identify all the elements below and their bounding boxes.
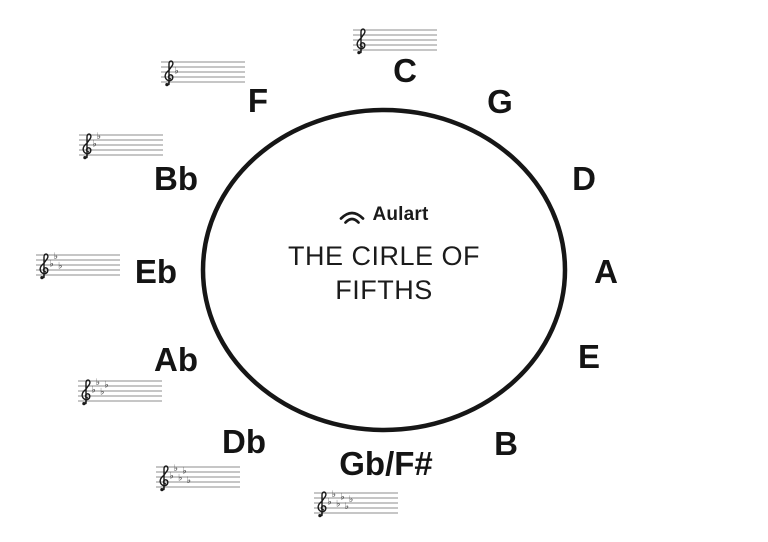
diagram-title: THE CIRLE OF FIFTHS <box>288 239 480 307</box>
treble-clef-icon <box>81 379 91 405</box>
note-label-Gb-F#: Gb/F# <box>339 445 433 482</box>
key-signature-staff-C <box>353 26 437 56</box>
note-label-D: D <box>572 160 596 197</box>
note-label-G: G <box>487 83 513 120</box>
note-label-Ab: Ab <box>154 341 198 378</box>
center-content: Aulart THE CIRLE OF FIFTHS <box>174 204 594 307</box>
svg-text:♭: ♭ <box>58 262 62 272</box>
treble-clef-icon <box>82 133 92 159</box>
svg-text:♭: ♭ <box>345 502 349 512</box>
svg-text:♭: ♭ <box>175 67 179 77</box>
note-label-E: E <box>577 338 601 375</box>
svg-text:♭: ♭ <box>336 500 340 510</box>
treble-clef-icon <box>39 253 49 279</box>
svg-text:♭: ♭ <box>104 381 108 391</box>
svg-text:♭: ♭ <box>54 252 58 262</box>
svg-text:♭: ♭ <box>340 493 344 503</box>
treble-clef-icon <box>164 60 174 86</box>
note-label-A: A <box>594 253 618 290</box>
aulart-arcs-icon <box>340 211 365 224</box>
svg-text:♭: ♭ <box>174 464 178 474</box>
svg-text:♭: ♭ <box>187 476 191 486</box>
aulart-logo: Aulart <box>339 204 428 226</box>
title-line1: THE CIRLE OF <box>287 241 481 271</box>
treble-clef-icon <box>317 491 327 517</box>
svg-text:♭: ♭ <box>50 260 54 270</box>
key-signature-staff-Gb: ♭♭♭♭♭♭ <box>314 489 398 519</box>
svg-text:♭: ♭ <box>170 472 174 482</box>
svg-text:♭: ♭ <box>100 388 104 398</box>
note-label-Eb: Eb <box>134 253 178 290</box>
key-signature-staff-Ab: ♭♭♭♭ <box>78 377 162 407</box>
note-label-Db: Db <box>222 423 266 460</box>
svg-text:♭: ♭ <box>97 132 101 142</box>
svg-text:♭: ♭ <box>96 378 100 388</box>
svg-text:♭: ♭ <box>349 495 353 505</box>
treble-clef-icon <box>159 465 169 491</box>
svg-text:♭: ♭ <box>178 474 182 484</box>
key-signature-staff-Db: ♭♭♭♭♭ <box>156 463 240 493</box>
svg-text:♭: ♭ <box>332 490 336 500</box>
note-label-Bb: Bb <box>154 160 198 197</box>
svg-text:♭: ♭ <box>92 386 96 396</box>
treble-clef-icon <box>356 28 366 54</box>
key-signature-staff-F: ♭ <box>161 58 245 88</box>
key-signature-staff-Bb: ♭♭ <box>79 131 163 161</box>
svg-text:♭: ♭ <box>182 467 186 477</box>
note-label-B: B <box>494 425 518 462</box>
svg-text:♭: ♭ <box>93 140 97 150</box>
key-signature-staff-Eb: ♭♭♭ <box>36 251 120 281</box>
title-line2: FIFTHS <box>335 275 433 305</box>
note-label-C: C <box>393 52 417 89</box>
svg-text:♭: ♭ <box>328 498 332 508</box>
aulart-logo-text: Aulart <box>372 204 429 225</box>
note-label-F: F <box>247 82 269 119</box>
